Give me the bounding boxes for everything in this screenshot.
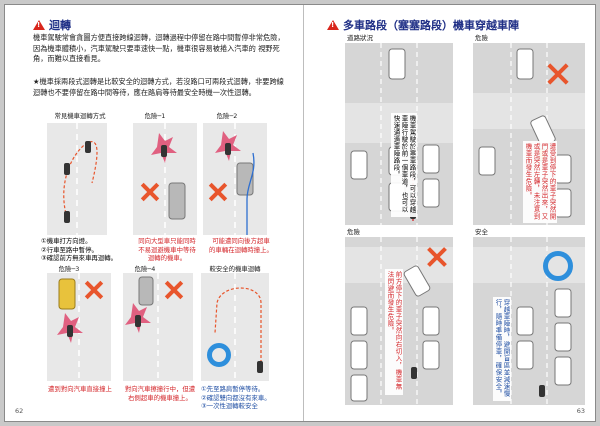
scene-label: 危險─3 — [58, 265, 80, 273]
scene-illustration-danger-4 — [123, 273, 193, 381]
scene-label: 危險─1 — [144, 112, 166, 120]
scene-illustration-danger-3 — [47, 273, 111, 381]
page-number-left: 62 — [15, 407, 24, 415]
scene-notes-danger-2: 可能遭同向後方超車 的車輛在迴轉時撞上。 — [209, 237, 273, 254]
scene-illustration-danger-b: 危險 前方停下的車子突然向右切入，機車無法閃避而發生危險。 — [345, 228, 453, 405]
scene-note: 機車駕駛於塞車路段，可以穿越車陣行駛於前一個車道，也可以快速通過車陣路段。 — [391, 113, 417, 217]
scene-note: 遭受到停下的車子突然開門或是車子突然出來，又或是突然左轉，未注意到機車而發生危險… — [523, 141, 557, 223]
left-paragraph-1: 機車駕駛常會貪圖方便直接跨線迴轉，迴轉過程中停留在路中間暫停非常危險，因為機車體… — [33, 33, 285, 64]
scene-illustration-road-condition: 道路狀況 機車駕駛於塞車路段，可以穿越車陣行駛於前一個車道，也可以快速通過車陣路… — [345, 34, 453, 225]
book-spread: 迴轉 機車駕駛常會貪圖方便直接跨線迴轉，迴轉過程中停留在路中間暫停非常危險，因為… — [4, 4, 596, 422]
scene-notes-safe: ①先至路肩暫停等待。 ②確認雙向都沒有來車。 ③一次性迴轉較安全 — [201, 385, 271, 411]
scene-label: 安全 — [475, 228, 488, 236]
scene-illustration-safe-b: 安全 穿越車陣時，避開盲區並減速慢行，隨時準備停車，確保安全。 — [473, 228, 585, 405]
scene-label: 較安全的機車迴轉 — [209, 265, 261, 273]
road-diagram — [215, 123, 255, 235]
scene-notes-danger-3: 遭到對向汽車直接撞上 — [48, 385, 112, 393]
scene-note: 前方停下的車子突然向右切入，機車無法閃避而發生危險。 — [385, 269, 403, 395]
scene-label: 危險 — [347, 228, 360, 236]
danger-cross-icon — [545, 61, 571, 87]
road-diagram — [214, 273, 263, 381]
scene-label: 常見機車迴轉方式 — [54, 112, 106, 120]
left-title: 迴轉 — [49, 19, 71, 32]
right-heading: 多車路段（塞塞路段）機車穿越車陣 — [327, 17, 519, 33]
danger-cross-icon — [83, 279, 105, 301]
danger-cross-icon — [163, 279, 185, 301]
scene-illustration-common — [47, 123, 107, 235]
scene-label: 危險─2 — [216, 112, 238, 120]
scene-illustration-danger-1 — [133, 123, 197, 235]
road-diagram — [125, 273, 159, 381]
scene-notes-common: ①機車打方向燈。 ②行車至路中暫停。 ③確認前方無來車再迴轉。 — [41, 237, 118, 263]
road-diagram — [57, 273, 83, 381]
scene-label: 危險─4 — [134, 265, 156, 273]
safe-circle-icon — [543, 251, 573, 281]
danger-cross-icon — [425, 245, 449, 269]
scene-illustration-danger-2 — [203, 123, 267, 235]
road-diagram — [63, 123, 98, 235]
road-diagram — [151, 123, 186, 235]
left-paragraph-2: ★機車採兩段式迴轉是比較安全的迴轉方式，若沒路口可兩段式迴轉，非要跨線迴轉也不要… — [33, 77, 284, 97]
right-title: 多車路段（塞塞路段）機車穿越車陣 — [343, 19, 519, 32]
danger-cross-icon — [139, 181, 161, 203]
scene-illustration-danger-a: 危險 遭受到停下的車子突然開門或是車子突然出來，又或是突然左轉，未注意到機車而發… — [473, 34, 585, 225]
page-number-right: 63 — [576, 407, 585, 415]
warning-icon — [33, 20, 45, 30]
danger-cross-icon — [207, 181, 229, 203]
scene-illustration-safe — [201, 273, 269, 381]
scene-label: 危險 — [475, 34, 488, 42]
scene-label: 道路狀況 — [347, 34, 373, 42]
scene-notes-danger-4: 對向汽車擦撞行中，但遭 右側超車的機車撞上。 — [124, 385, 196, 402]
safe-circle-icon — [207, 343, 231, 367]
left-heading: 迴轉 — [33, 17, 71, 33]
scene-notes-danger-1: 同向大型車只能同時 不易迴避機車中等待 迴轉的機車。 — [138, 237, 196, 263]
page-spine — [303, 5, 304, 421]
warning-icon — [327, 20, 339, 30]
scene-note: 穿越車陣時，避開盲區並減速慢行，隨時準備停車，確保安全。 — [493, 297, 511, 401]
